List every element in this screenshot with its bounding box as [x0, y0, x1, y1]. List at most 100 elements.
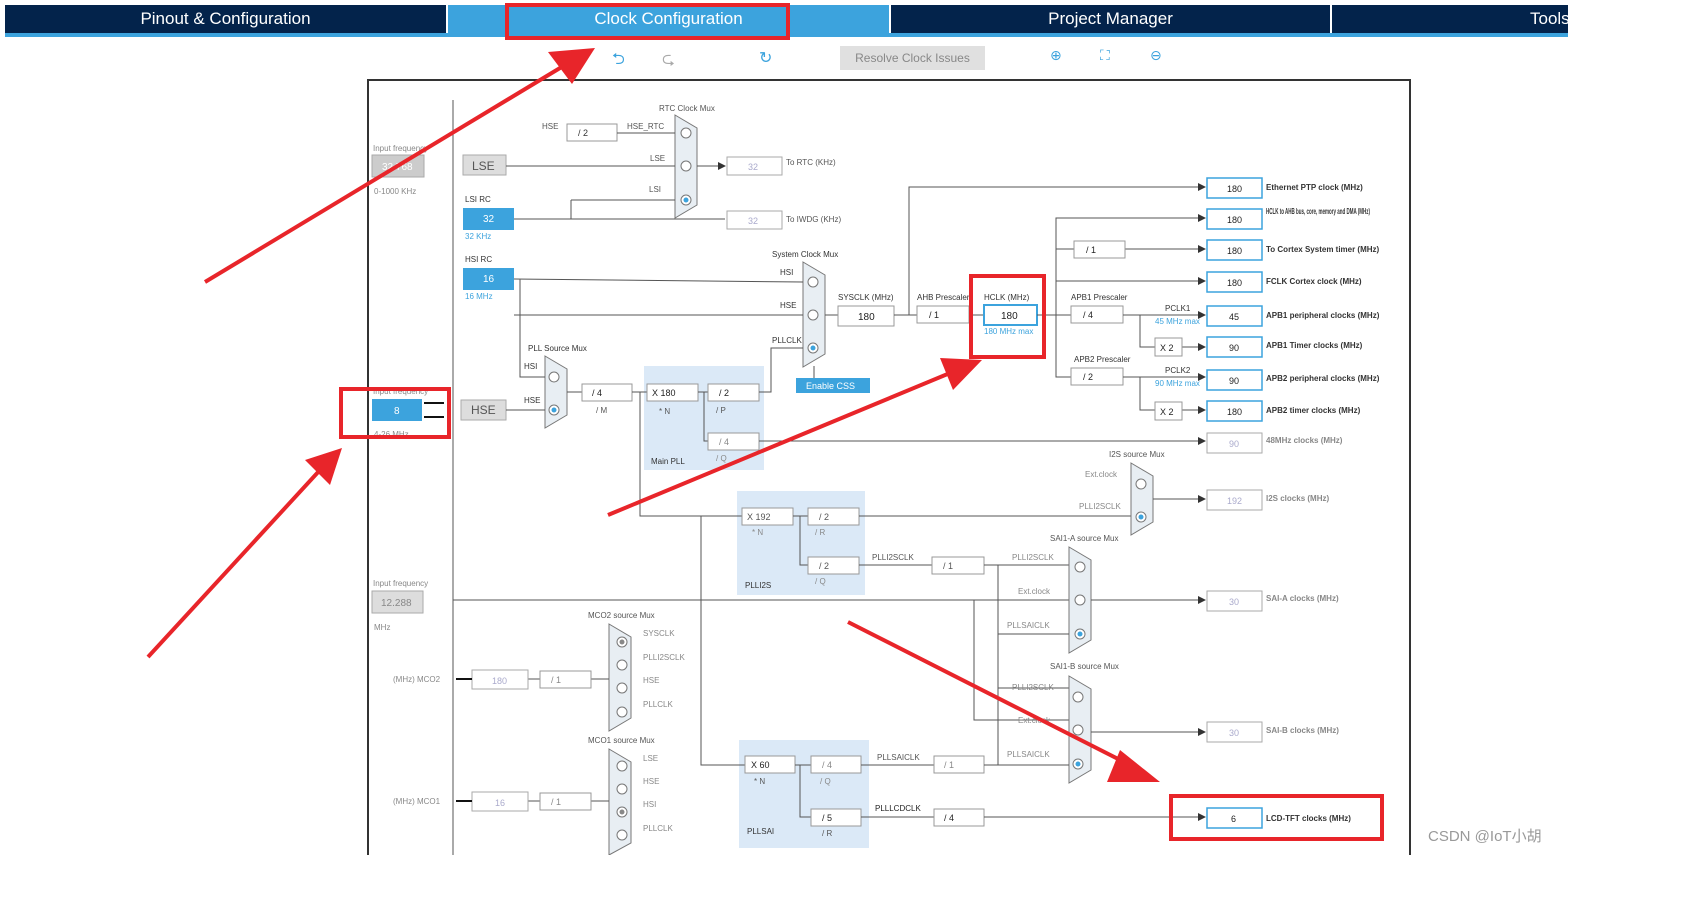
fit-icon[interactable]: ⛶	[1100, 48, 1110, 64]
mco1-divider-select[interactable]	[539, 792, 592, 811]
sai1a-ext-label: Ext.clock	[1018, 587, 1051, 596]
sai1b-option-ext[interactable]	[1072, 724, 1084, 736]
pllsai-q-select[interactable]	[810, 755, 862, 774]
plli2s-n-value: X 192	[747, 512, 771, 522]
mco1-option-lse[interactable]	[616, 760, 628, 772]
pll-q-select[interactable]	[707, 432, 760, 451]
hse-input-label: Input frequency	[373, 387, 428, 396]
pll-q-label: / Q	[716, 454, 727, 463]
output-field	[1206, 177, 1263, 199]
output-row: 180 HCLK to AHB bus, core, memory and DM…	[1206, 207, 1370, 230]
pll-m-select[interactable]	[581, 383, 633, 402]
apb2-prescaler-select[interactable]	[1070, 367, 1124, 386]
apb1-prescaler-select[interactable]	[1070, 305, 1124, 324]
apb2-timer-multiplier	[1154, 401, 1183, 421]
mco1-option-hse[interactable]	[616, 783, 628, 795]
tab-pinout-configuration[interactable]: Pinout & Configuration	[5, 5, 446, 33]
sai1b-option-plli2s[interactable]	[1072, 691, 1084, 703]
resolve-clock-issues-button[interactable]: Resolve Clock Issues	[840, 46, 985, 70]
i2s-input-field[interactable]	[371, 590, 424, 614]
lse-block	[462, 154, 507, 176]
i2s-source-mux[interactable]	[1130, 462, 1154, 536]
to-rtc-label: To RTC (KHz)	[786, 158, 836, 167]
sai1a-option-ext[interactable]	[1074, 594, 1086, 606]
lsi-unit: 32 KHz	[465, 232, 491, 241]
tab-clock-configuration[interactable]: Clock Configuration	[448, 5, 889, 33]
pll-src-option-hsi[interactable]	[548, 371, 560, 383]
output-row: 180 APB2 timer clocks (MHz)	[1206, 400, 1361, 422]
highlight-boxes	[339, 3, 1384, 841]
hsi-rc-value: 16	[483, 274, 495, 285]
sai1b-mux-label: SAI1-B source Mux	[1050, 662, 1119, 671]
sysclk-label: SYSCLK (MHz)	[838, 293, 894, 302]
output-row: 90 APB1 Timer clocks (MHz)	[1206, 336, 1363, 358]
plli2sclk-divider-select[interactable]	[931, 556, 985, 575]
pllsai-r-select[interactable]	[810, 808, 862, 827]
sys-hsi-label: HSI	[780, 268, 793, 277]
lsi-rc-label: LSI RC	[465, 195, 491, 204]
refresh-icon[interactable]: ↻	[759, 48, 773, 67]
tab-tools[interactable]: Tools	[1332, 5, 1570, 33]
lsi-rc-value: 32	[483, 214, 495, 225]
plli2s-q-select[interactable]	[807, 556, 860, 575]
hse-input-field[interactable]	[372, 399, 422, 421]
sysclk-value: 180	[858, 312, 875, 323]
mco1-lse-label: LSE	[643, 754, 658, 763]
pclk1-label: PCLK1	[1165, 304, 1191, 313]
mco2-pllclk-label: PLLCLK	[643, 700, 673, 709]
pll-source-mux[interactable]	[544, 355, 568, 429]
i2s-input-value: 12.288	[381, 598, 412, 609]
hsi-rc-label: HSI RC	[465, 255, 492, 264]
mco1-pllclk-label: PLLCLK	[643, 824, 673, 833]
mco2-source-mux[interactable]	[608, 623, 632, 732]
mco2-option-plli2sclk[interactable]	[616, 659, 628, 671]
output-value: 180	[1227, 407, 1242, 417]
pll-p-select[interactable]	[707, 383, 760, 402]
ahb-prescaler-select[interactable]	[916, 305, 970, 324]
rtc-mux-option-lse[interactable]	[680, 160, 692, 172]
mco2-label: (MHz) MCO2	[393, 675, 441, 684]
sys-mux-selected-dot	[810, 345, 816, 351]
rtc-divider-select[interactable]	[566, 123, 618, 142]
sai1b-plli2sclk-label: PLLI2SCLK	[1012, 683, 1054, 692]
rtc-mux-option-hse[interactable]	[680, 127, 692, 139]
mco1-divider-value: / 1	[551, 797, 561, 807]
sai1a-option-plli2s[interactable]	[1074, 561, 1086, 573]
pllsaiclk-divider-select[interactable]	[933, 755, 985, 774]
tab-project-manager[interactable]: Project Manager	[891, 5, 1330, 33]
mco1-mux-label: MCO1 source Mux	[588, 736, 655, 745]
mco2-divider-value: / 1	[551, 675, 561, 685]
rtc-lsi-label: LSI	[649, 185, 661, 194]
highlight-lcd-tft	[1169, 794, 1384, 841]
mco2-divider-select[interactable]	[539, 670, 592, 689]
apb1-timer-multiplier	[1154, 337, 1183, 357]
arrow-to-hclk-head	[940, 358, 982, 390]
mco2-option-pllclk[interactable]	[616, 706, 628, 718]
sys-mux-option-hsi[interactable]	[807, 276, 819, 288]
mco2-option-hse[interactable]	[616, 682, 628, 694]
lsi-wire	[514, 199, 725, 220]
mco2-plli2sclk-label: PLLI2SCLK	[643, 653, 685, 662]
plli2s-label: PLLI2S	[745, 581, 771, 590]
zoom-out-icon[interactable]: ⊖	[1150, 48, 1162, 64]
plli2s-r-select[interactable]	[807, 507, 860, 526]
zoom-in-icon[interactable]: ⊕	[1050, 48, 1062, 64]
enable-css-label: Enable CSS	[806, 381, 855, 391]
enable-css-button[interactable]	[796, 378, 870, 393]
plli2s-r-label: / R	[815, 528, 825, 537]
i2s-mux-option-ext[interactable]	[1135, 478, 1147, 490]
mco1-option-pllclk[interactable]	[616, 829, 628, 841]
redo-icon[interactable]: ⮎	[662, 49, 675, 68]
cortex-divider-select[interactable]	[1073, 240, 1126, 259]
pllsai-n-label: * N	[754, 777, 765, 786]
output-label: Ethernet PTP clock (MHz)	[1266, 183, 1363, 192]
arrow-to-hclk	[607, 371, 951, 517]
i2s-unit: MHz	[374, 623, 390, 632]
pll-p-label: / P	[716, 406, 726, 415]
mco1-source-mux[interactable]	[608, 748, 632, 855]
hse-connector	[424, 402, 444, 418]
undo-icon[interactable]: ⮌	[612, 49, 625, 68]
sys-mux-option-hse[interactable]	[807, 309, 819, 321]
pllcdclk-divider-select[interactable]	[933, 808, 985, 827]
pll-n-value: X 180	[652, 388, 676, 398]
